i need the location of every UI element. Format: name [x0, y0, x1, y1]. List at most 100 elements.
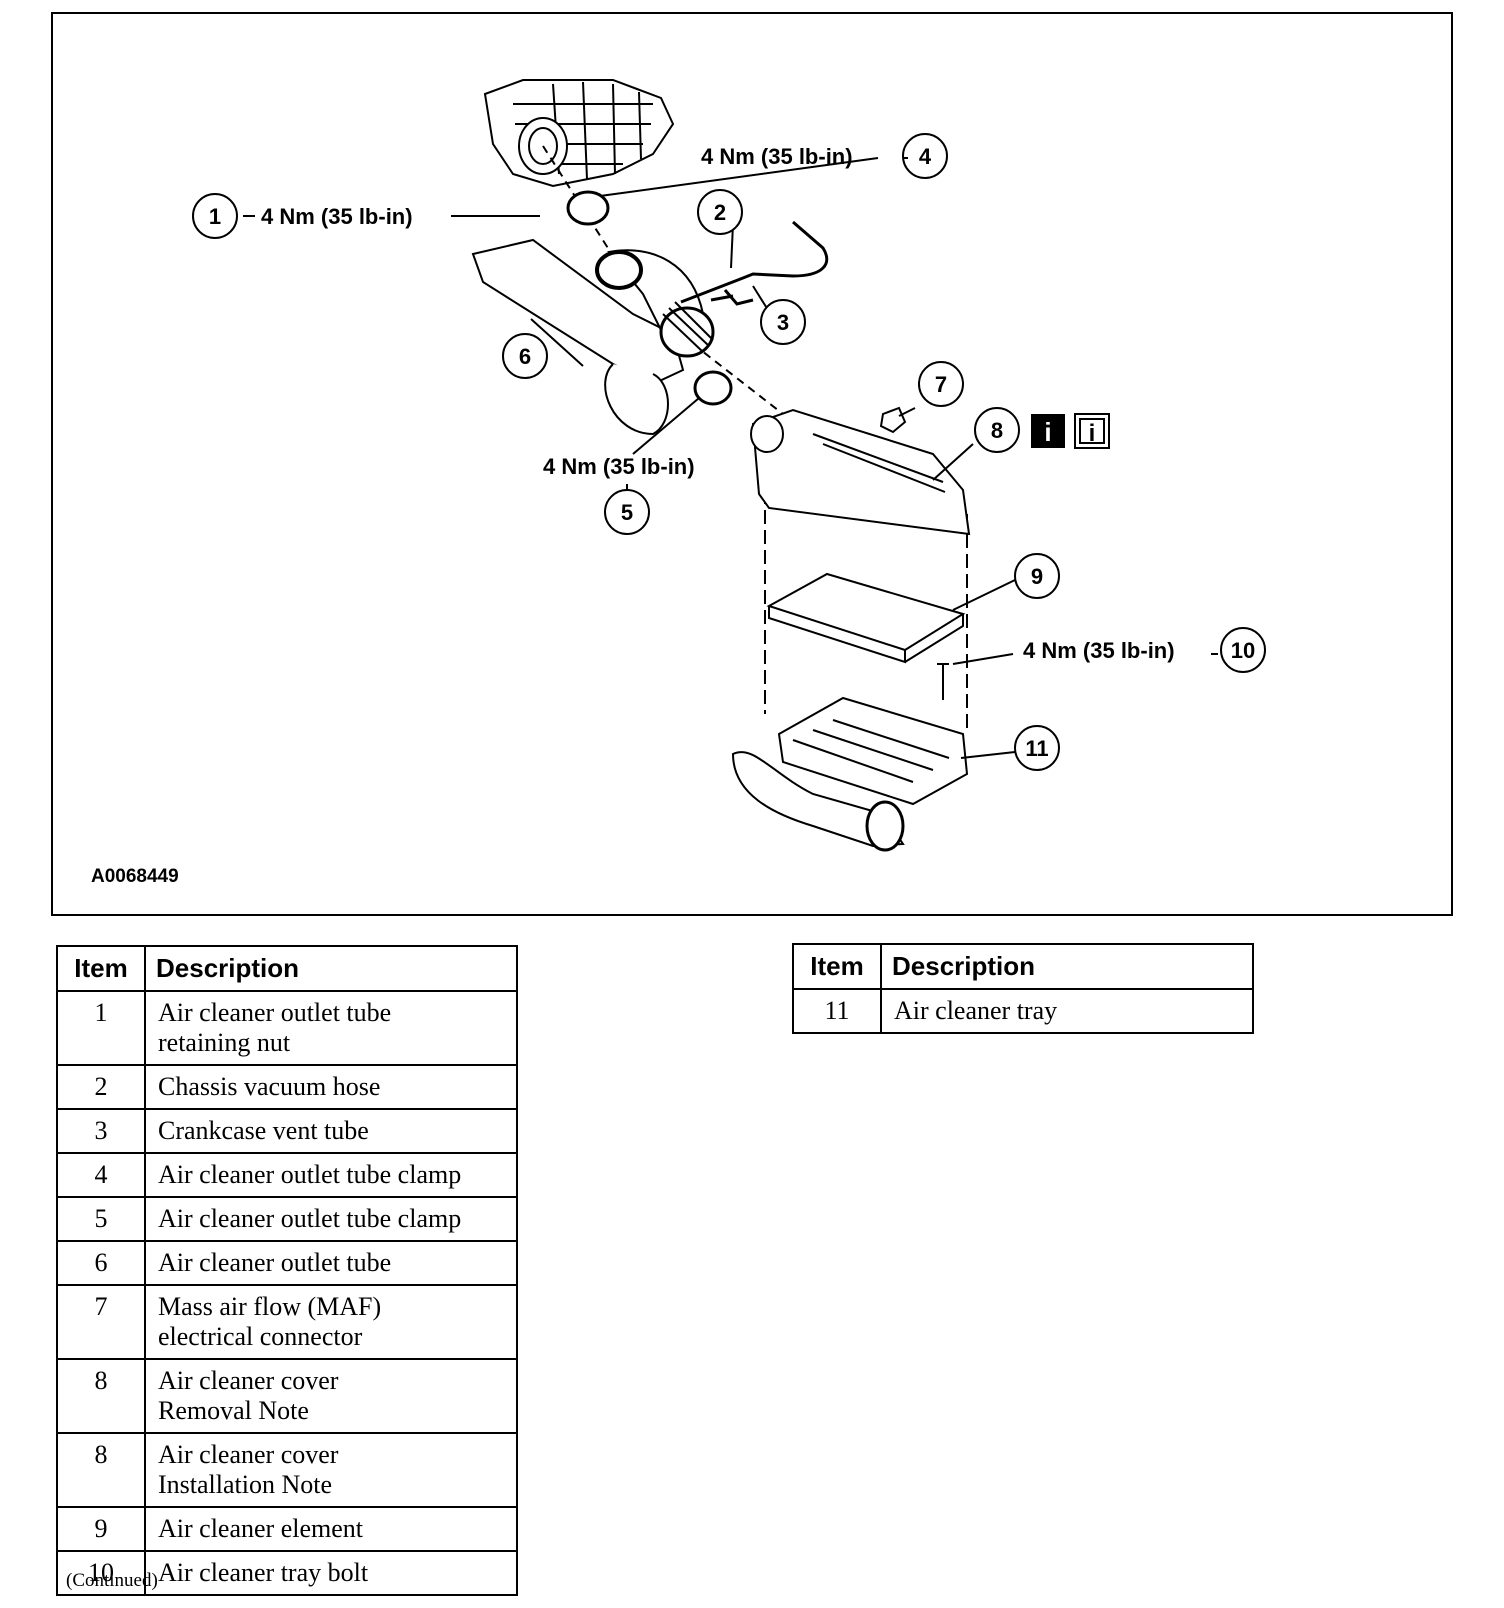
description-line: Air cleaner element: [158, 1514, 363, 1543]
maf-connector: [879, 406, 907, 434]
table-row: 2 Chassis vacuum hose: [56, 1064, 518, 1110]
description-line: Air cleaner tray bolt: [158, 1558, 369, 1587]
table-row: 11 Air cleaner tray: [792, 988, 1254, 1034]
description-line: retaining nut: [158, 1028, 291, 1057]
callout-9: 9: [1014, 553, 1060, 599]
table-row: 9 Air cleaner element: [56, 1506, 518, 1552]
item-description: Chassis vacuum hose: [144, 1064, 518, 1110]
callout-11: 11: [1014, 725, 1060, 771]
table-row: 5 Air cleaner outlet tube clamp: [56, 1196, 518, 1242]
svg-text:2: 2: [714, 200, 726, 225]
table-row: 4 Air cleaner outlet tube clamp: [56, 1152, 518, 1198]
item-number: 6: [56, 1240, 146, 1286]
callout-5: 5: [604, 489, 650, 535]
item-description: Air cleaner outlet tube clamp: [144, 1196, 518, 1242]
svg-text:9: 9: [1031, 564, 1043, 589]
svg-text:i: i: [1089, 420, 1096, 447]
description-line: Air cleaner outlet tube clamp: [158, 1204, 462, 1233]
exploded-diagram: 1 2 3 4 5 6 7 8 9 10 11 4 Nm (35 lb-in) …: [51, 12, 1453, 916]
callout-10: 10: [1220, 627, 1266, 673]
callout-2: 2: [697, 189, 743, 235]
description-line: Air cleaner outlet tube: [158, 1248, 392, 1277]
item-number: 1: [56, 990, 146, 1066]
svg-text:6: 6: [519, 344, 531, 369]
clamp-4: [566, 190, 610, 226]
description-line: electrical connector: [158, 1322, 363, 1351]
svg-text:4: 4: [919, 144, 932, 169]
info-icon-filled: i: [1031, 414, 1065, 448]
crankcase-vent-tube: [710, 289, 754, 306]
callout-7: 7: [918, 361, 964, 407]
tray-bolt: [937, 663, 949, 700]
air-cleaner-tray: [731, 696, 969, 852]
item-number: 7: [56, 1284, 146, 1360]
legend-table-right: Item Description 11 Air cleaner tray: [792, 943, 1254, 1034]
svg-text:5: 5: [621, 500, 633, 525]
header-description: Description: [880, 943, 1254, 990]
torque-label-5: 4 Nm (35 lb-in): [543, 454, 695, 479]
diagram-drawing: 1 2 3 4 5 6 7 8 9 10 11 4 Nm (35 lb-in) …: [192, 79, 1266, 852]
description-line: Chassis vacuum hose: [158, 1072, 381, 1101]
item-number: 3: [56, 1108, 146, 1154]
description-line: Air cleaner outlet tube: [158, 998, 392, 1027]
description-line: Mass air flow (MAF): [158, 1292, 382, 1321]
header-description: Description: [144, 945, 518, 992]
item-number: 5: [56, 1196, 146, 1242]
svg-text:3: 3: [777, 310, 789, 335]
torque-label-4: 4 Nm (35 lb-in): [701, 144, 853, 169]
item-number: 9: [56, 1506, 146, 1552]
item-number: 8: [56, 1358, 146, 1434]
figure-id: A0068449: [91, 866, 179, 887]
description-line: Removal Note: [158, 1396, 309, 1425]
description-line: Air cleaner cover: [158, 1366, 339, 1395]
description-line: Air cleaner tray: [894, 996, 1058, 1025]
header-item: Item: [56, 945, 146, 992]
description-line: Installation Note: [158, 1470, 333, 1499]
item-number: 10: [56, 1550, 146, 1596]
item-description: Mass air flow (MAF)electrical connector: [144, 1284, 518, 1360]
filter-element: [766, 572, 966, 664]
item-description: Air cleaner element: [144, 1506, 518, 1552]
clamp-5: [693, 370, 733, 406]
continued-note: (Continued): [66, 1570, 158, 1591]
intake-manifold: [483, 79, 675, 188]
callout-6: 6: [502, 333, 548, 379]
svg-text:10: 10: [1231, 638, 1255, 663]
item-number: 11: [792, 988, 882, 1034]
header-item: Item: [792, 943, 882, 990]
outlet-tube-6: [471, 238, 715, 436]
callout-8: 8: [974, 407, 1020, 453]
torque-label-1: 4 Nm (35 lb-in): [261, 204, 413, 229]
item-number: 2: [56, 1064, 146, 1110]
table-row: 3 Crankcase vent tube: [56, 1108, 518, 1154]
svg-text:8: 8: [991, 418, 1003, 443]
chassis-vacuum-hose: [680, 220, 829, 304]
svg-text:11: 11: [1025, 736, 1048, 761]
svg-text:7: 7: [935, 372, 947, 397]
svg-text:i: i: [1044, 417, 1051, 447]
item-description: Air cleaner tray bolt: [144, 1550, 518, 1596]
item-description: Crankcase vent tube: [144, 1108, 518, 1154]
info-icon-outline: i: [1074, 413, 1110, 449]
svg-text:1: 1: [209, 204, 221, 229]
description-line: Air cleaner cover: [158, 1440, 339, 1469]
callout-4: 4: [902, 133, 948, 179]
callouts: 1 2 3 4 5 6 7 8 9 10 11: [192, 133, 1266, 771]
description-line: Crankcase vent tube: [158, 1116, 369, 1145]
item-number: 8: [56, 1432, 146, 1508]
table-row: 6 Air cleaner outlet tube: [56, 1240, 518, 1286]
item-description: Air cleaner tray: [880, 988, 1254, 1034]
callout-3: 3: [760, 299, 806, 345]
description-line: Air cleaner outlet tube clamp: [158, 1160, 462, 1189]
item-number: 4: [56, 1152, 146, 1198]
callout-1: 1: [192, 193, 238, 239]
item-description: Air cleaner outlet tube: [144, 1240, 518, 1286]
